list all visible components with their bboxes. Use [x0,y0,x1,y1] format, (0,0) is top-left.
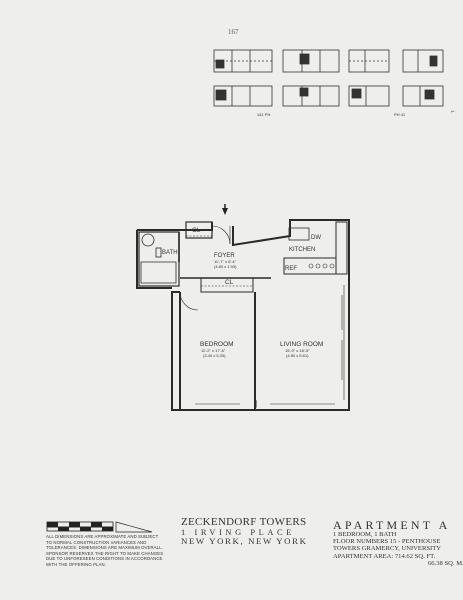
room-label-living: LIVING ROOM [280,341,323,348]
key-plan-unit-top-right-a [348,49,390,73]
room-label-foyer: FOYER [214,253,235,259]
room-dim-foyer-m: (4.80 x 1.93) [214,264,237,269]
key-plan-arrow-icon: ⌐ [451,109,455,115]
building-city: NEW YORK, NEW YORK [181,536,308,546]
room-dim-bedroom-m: (3.40 x 5.33) [203,353,226,358]
key-plan-unit-top-left [213,49,273,73]
key-plan-unit-bottom-right-a [348,85,390,107]
plan-walls [136,219,350,411]
room-dim-living-m: (4.80 x 5.61) [286,353,309,358]
key-plan-label-right: PH 41 [394,112,406,117]
room-label-kitchen: KITCHEN [289,247,315,253]
room-dim-foyer-ft: 11'-7" x 6'-4" [214,259,237,264]
page-number: 167 [228,28,239,36]
scale-bar [46,521,153,533]
apartment-area-sqft: APARTMENT AREA: 714.62 SQ. FT. [333,552,436,560]
room-dim-bedroom-ft: 11'-2" x 17'-6" [201,348,226,353]
apartment-area-block: APARTMENT AREA: 714.62 SQ. FT. 66.38 SQ.… [333,552,463,567]
key-plan-label-left: 141 PH [257,112,270,117]
room-dim-living-ft: 15'-9" x 18'-5" [285,348,310,353]
apartment-area-sqm: 66.38 SQ. M. [428,559,463,567]
key-plan-unit-top-right-b [402,49,444,73]
room-label-bath: BATH [162,250,178,256]
closet-label-foyer: CL [192,227,201,234]
disclaimer-text: ALL DIMENSIONS ARE APPROXIMATE AND SUBJE… [46,534,164,567]
building-info: ZECKENDORF TOWERS 1 IRVING PLACE NEW YOR… [181,517,311,546]
dishwasher-label: DW [311,235,321,241]
key-plan-unit-top-mid [282,49,340,73]
apartment-type: 1 BEDROOM, 1 BATH [333,531,397,538]
apartment-title: APARTMENT A [333,518,451,532]
refrigerator-label: REF [285,266,297,272]
key-plan: 141 PH PH 41 ⌐ [213,49,455,117]
key-plan-unit-bottom-left [213,85,273,107]
room-label-bedroom: BEDROOM [200,341,234,348]
building-name: ZECKENDORF TOWERS [181,516,307,528]
key-plan-unit-bottom-mid [282,85,340,107]
key-plan-unit-bottom-right-b [402,85,444,107]
building-address: 1 IRVING PLACE [181,528,295,537]
closet-label-bedroom: CL [225,279,234,286]
apartment-towers: TOWERS GRAMERCY, UNIVERSITY [333,545,442,553]
apartment-floors: FLOOR NUMBERS 15 - PENTHOUSE [333,538,441,546]
floor-plan: CL BATH FOYER 11'-7" x 6'-4" (4.80 x 1.9… [136,204,350,411]
entry-arrow-icon [222,208,228,215]
apartment-info: APARTMENT A 1 BEDROOM, 1 BATH FLOOR NUMB… [333,518,463,567]
